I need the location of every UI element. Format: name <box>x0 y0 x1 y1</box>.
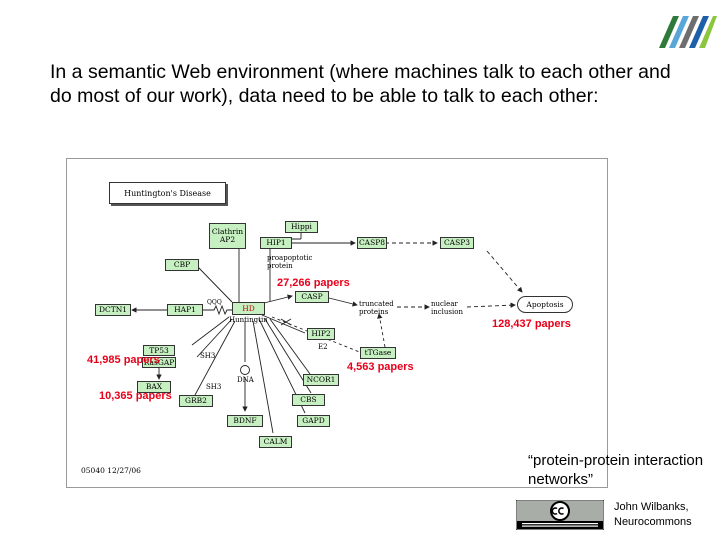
gene-hip1[interactable]: HIP1 <box>260 237 292 249</box>
gene-tp53[interactable]: TP53 <box>143 345 175 356</box>
gene-cbs[interactable]: CBS <box>292 394 325 406</box>
gene-grb2[interactable]: GRB2 <box>179 395 213 407</box>
label-truncated-proteins: truncated proteins <box>359 300 394 316</box>
gene-hd[interactable]: HD <box>232 302 265 315</box>
label-dna: DNA <box>237 376 254 384</box>
gene-bdnf[interactable]: BDNF <box>227 415 263 427</box>
gene-dctn1[interactable]: DCTN1 <box>95 304 131 316</box>
label-qqq: QQQ <box>207 299 222 306</box>
label-sh3-a: SH3 <box>200 352 216 360</box>
credit-block: John Wilbanks, Neurocommons <box>614 500 692 530</box>
gene-rasgap[interactable]: RasGAP <box>142 357 176 368</box>
gene-hap1[interactable]: HAP1 <box>167 304 203 316</box>
gene-ttgase[interactable]: tTGase <box>360 347 396 359</box>
gene-casp3[interactable]: CASP3 <box>440 237 474 249</box>
label-nuclear-inclusion: nuclear inclusion <box>431 300 463 316</box>
gene-calm[interactable]: CALM <box>259 436 292 448</box>
creative-commons-some-rights-reserved-icon <box>516 500 604 530</box>
paper-count-apoptosis: 128,437 papers <box>492 318 571 330</box>
label-proapoptotic-protein: proapoptotic protein <box>267 254 313 270</box>
gene-bax[interactable]: BAX <box>137 381 171 393</box>
gene-clathrin-ap2[interactable]: Clathrin AP2 <box>209 223 246 249</box>
colored-stripes-logo-icon <box>659 16 717 48</box>
gene-gapd[interactable]: GAPD <box>297 415 330 427</box>
gene-hip2[interactable]: HIP2 <box>307 328 335 340</box>
gene-apoptosis[interactable]: Apoptosis <box>517 296 573 313</box>
paper-count-ttgase: 4,563 papers <box>347 361 414 373</box>
paper-count-hd-casp: 27,266 papers <box>277 277 350 289</box>
slide-body-text: In a semantic Web environment (where mac… <box>50 61 671 107</box>
credit-org: Neurocommons <box>614 516 692 528</box>
label-e2: E2 <box>318 343 328 351</box>
diagram-caption: “protein-protein interaction networks” <box>528 452 704 488</box>
label-sh3-b: SH3 <box>206 383 222 391</box>
gene-cbp[interactable]: CBP <box>165 259 199 271</box>
gene-ncor1[interactable]: NCOR1 <box>303 374 339 386</box>
pathway-connectors <box>131 231 523 434</box>
paper-count-bax: 10,365 papers <box>99 390 172 402</box>
huntingtons-pathway-diagram: Huntington's Disease Clathrin AP2 Hippi … <box>66 158 608 488</box>
diagram-footer: 05040 12/27/06 <box>81 466 141 475</box>
dna-node <box>240 365 250 375</box>
diagram-title: Huntington's Disease <box>109 182 226 204</box>
gene-ap2-label: AP2 <box>219 235 236 244</box>
gene-hippi[interactable]: Hippi <box>285 221 318 233</box>
credit-name: John Wilbanks, <box>614 501 689 513</box>
paper-count-tp53: 41,985 papers <box>87 354 160 366</box>
label-huntingtin: Huntingtin <box>229 316 268 324</box>
gene-casp8[interactable]: CASP8 <box>357 237 387 249</box>
gene-clathrin-label: Clathrin <box>211 226 244 236</box>
gene-casp[interactable]: CASP <box>295 291 329 303</box>
